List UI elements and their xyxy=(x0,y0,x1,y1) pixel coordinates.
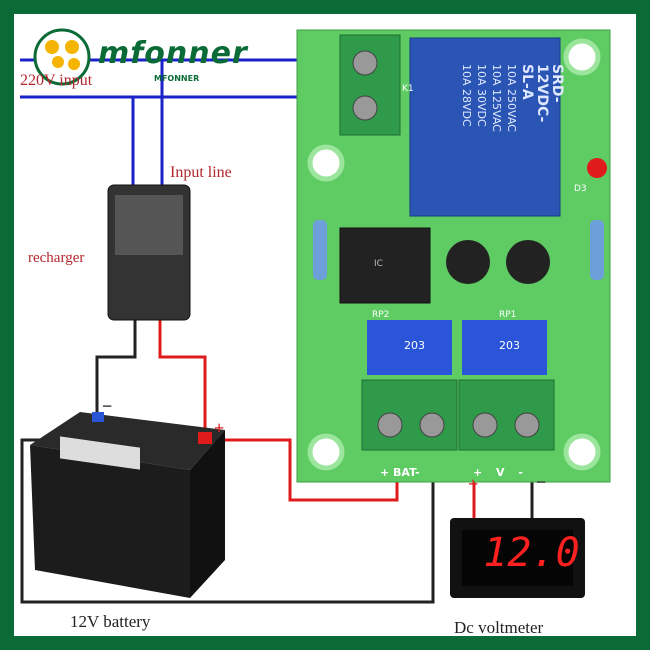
v-terminal-label: + V - xyxy=(473,466,523,479)
battery-positive-to-board-wire xyxy=(215,438,399,502)
battery-positive-post xyxy=(198,432,212,444)
ic-chip xyxy=(339,227,431,304)
mounting-hole xyxy=(563,433,601,471)
rp1-value: 203 xyxy=(499,339,520,352)
recharger-label: recharger xyxy=(28,250,85,266)
ic-label: IC xyxy=(374,259,383,269)
resistor xyxy=(590,220,604,280)
mounting-hole xyxy=(307,144,345,182)
battery-terminal-block xyxy=(361,379,458,451)
battery-plus-mark: + xyxy=(214,418,225,438)
potentiometer-rp1 xyxy=(462,320,547,375)
voltmeter-label: Dc voltmeter xyxy=(454,618,544,637)
voltmeter-reading: 12.0 xyxy=(483,530,580,576)
rp2-value: 203 xyxy=(404,339,425,352)
charger-negative-wire xyxy=(95,318,137,420)
ac-input-label: 220V input xyxy=(20,72,93,89)
rp1-label: RP1 xyxy=(499,310,517,320)
relay-rating-ac: 10A 250VAC 10A 125VAC xyxy=(490,64,518,132)
mounting-hole xyxy=(307,433,345,471)
relay-model: SRD-12VDC-SL-A xyxy=(519,64,565,123)
input-line-label: Input line xyxy=(170,164,232,181)
charger-board xyxy=(296,29,611,483)
ac-terminal-block xyxy=(339,34,401,136)
bat-terminal-label: + BAT- xyxy=(380,466,420,479)
led-label: D3 xyxy=(574,184,587,194)
battery-label xyxy=(60,436,140,470)
recharger-adapter xyxy=(107,184,191,321)
mounting-hole xyxy=(563,38,601,76)
wiring-diagram xyxy=(20,28,611,604)
relay xyxy=(409,37,561,217)
voltmeter-minus-mark: − xyxy=(536,472,547,492)
diagram-canvas: mfonner MFONNER 220V input Input line re… xyxy=(14,14,636,637)
rp2-label: RP2 xyxy=(372,310,390,320)
led-d3 xyxy=(587,158,607,178)
battery-negative-to-board-wire xyxy=(20,438,435,604)
brand-logo xyxy=(33,28,91,86)
resistor xyxy=(313,220,327,280)
brand-subtext: MFONNER xyxy=(154,74,200,83)
battery-minus-mark: − xyxy=(102,396,113,416)
charger-positive-wire xyxy=(158,318,207,438)
capacitor xyxy=(506,240,550,284)
voltmeter-plus-mark: + xyxy=(468,474,479,494)
relay-id: K1 xyxy=(402,84,414,94)
battery-label-text: 12V battery xyxy=(70,612,151,631)
capacitor xyxy=(446,240,490,284)
relay-rating-dc: 10A 30VDC 10A 28VDC xyxy=(460,64,488,127)
relay-text: SRD-12VDC-SL-A 10A 250VAC 10A 125VAC 10A… xyxy=(459,64,565,136)
brand-wordmark: mfonner xyxy=(98,36,248,71)
potentiometer-rp2 xyxy=(367,320,452,375)
voltmeter-terminal-block xyxy=(458,379,555,451)
battery-negative-post xyxy=(92,412,104,422)
battery-12v xyxy=(30,412,225,598)
dc-voltmeter xyxy=(450,518,585,598)
